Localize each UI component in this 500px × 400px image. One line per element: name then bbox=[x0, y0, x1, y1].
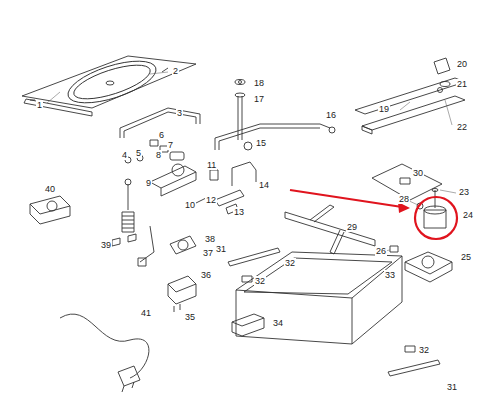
callout-number: 38 bbox=[204, 234, 216, 244]
callout-number: 15 bbox=[255, 138, 267, 148]
callout-number: 5 bbox=[135, 148, 142, 158]
callout-number: 36 bbox=[200, 270, 212, 280]
callout-number: 4 bbox=[121, 150, 128, 160]
callout-number: 37 bbox=[202, 248, 214, 258]
callout-number: 29 bbox=[346, 222, 358, 232]
sink-top bbox=[22, 56, 196, 108]
callout-number: 30 bbox=[412, 168, 424, 178]
highlight-arrow bbox=[290, 190, 457, 239]
callout-number: 7 bbox=[167, 140, 174, 150]
callout-number: 14 bbox=[258, 180, 270, 190]
callout-number: 17 bbox=[253, 94, 265, 104]
callout-number: 32 bbox=[284, 258, 296, 268]
callout-number: 19 bbox=[378, 104, 390, 114]
callout-number: 31 bbox=[446, 382, 458, 392]
callout-number: 3 bbox=[176, 108, 183, 118]
callout-number: 18 bbox=[253, 78, 265, 88]
callout-number: 20 bbox=[456, 59, 468, 69]
callout-number: 33 bbox=[384, 270, 396, 280]
callout-number: 31 bbox=[215, 244, 227, 254]
callout-number: 8 bbox=[155, 150, 162, 160]
callout-number: 40 bbox=[44, 184, 56, 194]
callout-number: 35 bbox=[184, 312, 196, 322]
callout-number: 11 bbox=[206, 160, 217, 170]
callout-number: 22 bbox=[456, 122, 468, 132]
callout-number: 2 bbox=[172, 66, 179, 76]
callout-number: 23 bbox=[458, 187, 470, 197]
callout-number: 32 bbox=[418, 345, 430, 355]
callout-number: 1 bbox=[36, 100, 43, 110]
callout-number: 24 bbox=[462, 210, 474, 220]
callout-number: 12 bbox=[205, 195, 217, 205]
callout-number: 28 bbox=[398, 194, 410, 204]
callout-number: 39 bbox=[100, 240, 112, 250]
callout-number: 16 bbox=[325, 110, 337, 120]
callout-number: 10 bbox=[184, 200, 196, 210]
callout-number: 21 bbox=[456, 79, 468, 89]
callout-number: 6 bbox=[158, 130, 165, 140]
callout-number: 9 bbox=[145, 178, 152, 188]
callout-number: 41 bbox=[140, 308, 152, 318]
callout-number: 32 bbox=[254, 276, 266, 286]
callout-number: 25 bbox=[460, 252, 472, 262]
callout-number: 13 bbox=[233, 207, 245, 217]
callout-number: 26 bbox=[375, 246, 387, 256]
callout-number: 34 bbox=[272, 318, 284, 328]
